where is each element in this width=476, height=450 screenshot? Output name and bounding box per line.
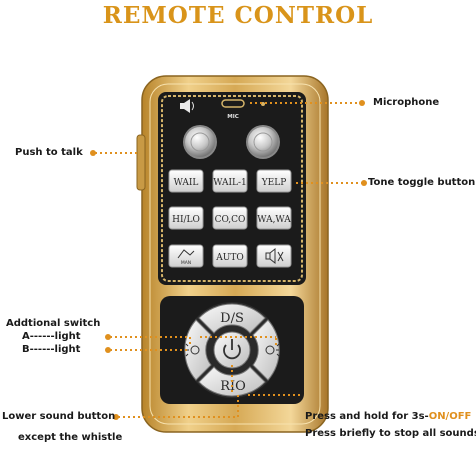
- callout-tone-toggle: Tone toggle button: [368, 177, 476, 188]
- light-b-icon: [265, 343, 280, 357]
- callout-press-briefly: Press briefly to stop all sounds: [305, 428, 476, 439]
- tone-button-man[interactable]: MAN: [168, 244, 204, 268]
- svg-text:WAIL: WAIL: [174, 178, 199, 188]
- tone-button-wa-wa[interactable]: WA,WA: [256, 206, 292, 230]
- tone-button-auto[interactable]: AUTO: [212, 244, 248, 268]
- dpad-right-button[interactable]: [252, 319, 280, 381]
- svg-text:HI/LO: HI/LO: [172, 215, 200, 225]
- mic-label: MIC: [227, 114, 239, 120]
- tone-button-mute[interactable]: [256, 244, 292, 268]
- press-hold-on-off: ON/OFF: [428, 411, 472, 422]
- dpad-top-button[interactable]: D/S: [198, 303, 266, 334]
- volume-knob-left[interactable]: [183, 125, 217, 159]
- power-icon: [223, 339, 241, 360]
- tone-button-grid: WAIL WAIL-1 YELP HI/LO CO,CO WA,WA MAN: [168, 169, 292, 268]
- speaker-icon: [180, 99, 194, 113]
- callout-a-light: A------light: [22, 331, 81, 342]
- callout-press-hold: Press and hold for 3s-ON/OFF: [305, 411, 471, 422]
- man-horn-icon: [177, 249, 195, 259]
- tone-button-wail-1[interactable]: WAIL-1: [212, 169, 248, 193]
- page-title: REMOTE CONTROL: [102, 2, 374, 29]
- push-to-talk-button[interactable]: [136, 134, 146, 191]
- tone-button-yelp[interactable]: YELP: [256, 169, 292, 193]
- svg-text:WAIL-1: WAIL-1: [213, 178, 247, 188]
- speaker-mute-icon: [265, 247, 284, 265]
- callout-push-to-talk: Push to talk: [15, 147, 83, 158]
- svg-text:CO,CO: CO,CO: [215, 215, 246, 225]
- callout-dots: [90, 100, 367, 420]
- tone-button-hi-lo[interactable]: HI/LO: [168, 206, 204, 230]
- power-button[interactable]: [213, 331, 251, 369]
- callout-lower-sound: Lower sound button: [2, 411, 116, 422]
- callout-lines: [95, 102, 362, 418]
- tone-button-wail[interactable]: WAIL: [168, 169, 204, 193]
- svg-text:AUTO: AUTO: [215, 253, 243, 263]
- tone-button-co-co[interactable]: CO,CO: [212, 206, 248, 230]
- callout-additional-switch: Addtional switch: [6, 318, 101, 329]
- svg-text:D/S: D/S: [220, 311, 244, 326]
- svg-text:MAN: MAN: [181, 260, 191, 266]
- svg-text:WA,WA: WA,WA: [257, 215, 291, 225]
- dpad-left-button[interactable]: [184, 319, 212, 381]
- press-hold-prefix: Press and hold for 3s-: [305, 411, 429, 422]
- callout-except-whistle: except the whistle: [18, 432, 123, 443]
- callout-microphone: Microphone: [373, 97, 440, 108]
- callout-b-light: B------light: [22, 344, 81, 355]
- microphone-slot: [221, 99, 245, 108]
- volume-knob-right[interactable]: [246, 125, 280, 159]
- svg-text:YELP: YELP: [261, 178, 287, 188]
